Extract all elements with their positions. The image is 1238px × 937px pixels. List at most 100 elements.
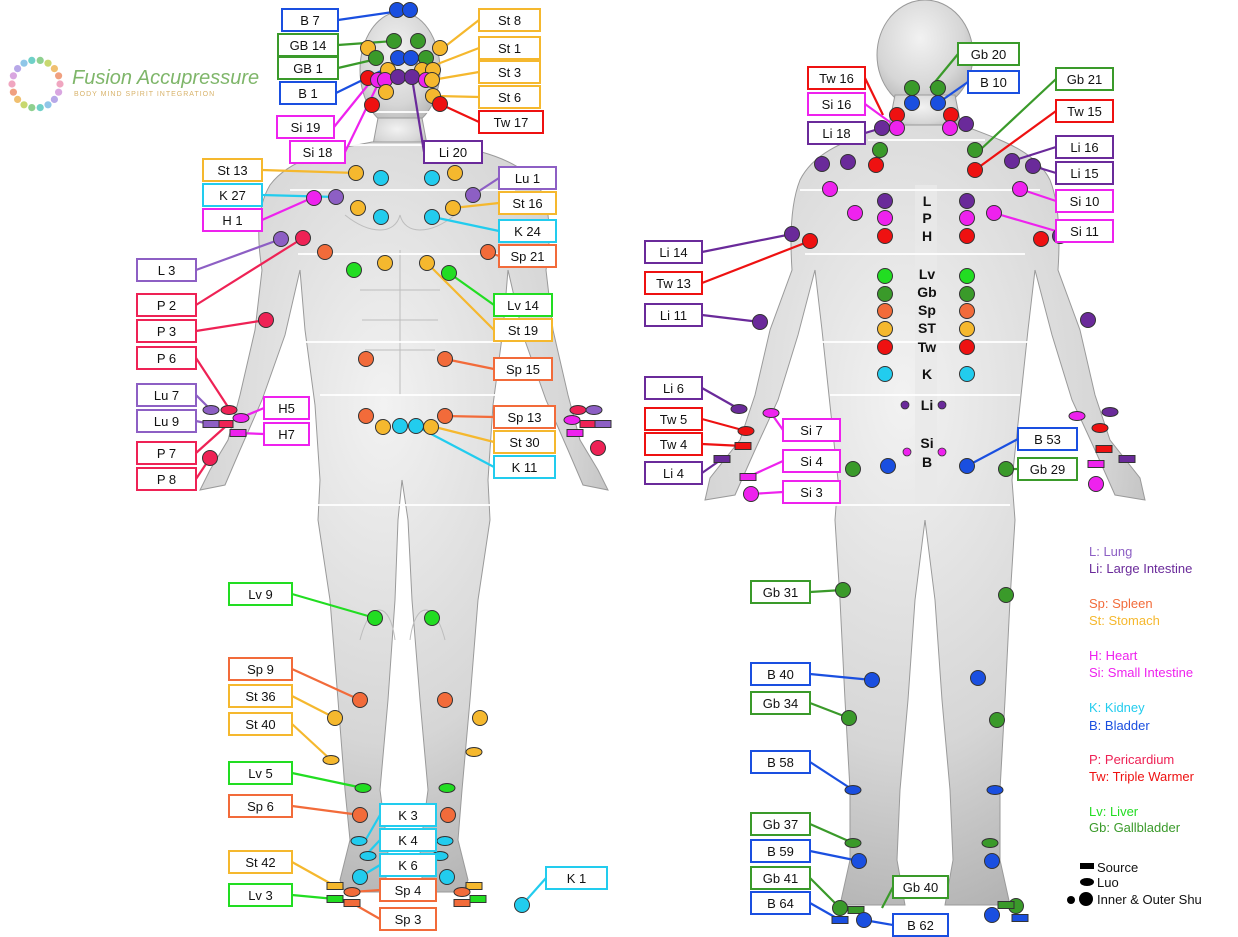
logo-dot — [10, 89, 17, 96]
label-front-sp-3: Sp 3 — [380, 908, 436, 930]
acupoint-tw — [365, 98, 380, 113]
acupoint-b — [985, 854, 1000, 869]
acupoint-b — [1012, 915, 1028, 922]
logo-dot — [37, 104, 44, 111]
legend-h-heart: H: Heart — [1089, 648, 1138, 663]
acupoint-st — [351, 201, 366, 216]
label-text: P 7 — [157, 446, 176, 461]
legend-li-large-intestine: Li: Large Intestine — [1089, 561, 1192, 576]
label-front-h-1: H 1 — [203, 209, 262, 231]
acupoint-st — [448, 166, 463, 181]
label-text: B 10 — [980, 75, 1007, 90]
legend-si-small-intestine: Si: Small Intestine — [1089, 665, 1193, 680]
label-text: Sp 21 — [511, 249, 545, 264]
label-back-tw-4: Tw 4 — [645, 433, 702, 455]
label-text: Tw 15 — [1067, 104, 1102, 119]
logo-dot — [51, 65, 58, 72]
label-back-gb-37: Gb 37 — [751, 813, 810, 835]
acupoint-sp — [441, 808, 456, 823]
acupoint-tw — [960, 340, 975, 355]
logo-dot — [28, 104, 35, 111]
acupoint-h — [307, 191, 322, 206]
acupoint-h — [567, 430, 583, 437]
label-front-si-18: Si 18 — [290, 141, 345, 163]
acupoint-b — [845, 786, 861, 795]
acupoint-sp — [359, 352, 374, 367]
logo-dot — [20, 101, 27, 108]
label-front-st-30: St 30 — [494, 431, 555, 453]
label-text: Tw 16 — [819, 71, 854, 86]
spine-label-lv: Lv — [919, 266, 936, 282]
acupoint-gb — [998, 902, 1014, 909]
acupoint-st — [878, 322, 893, 337]
label-text: K 24 — [514, 224, 541, 239]
acupoint-b — [403, 3, 418, 18]
acupoint-si — [987, 206, 1002, 221]
acupoint-lv — [960, 269, 975, 284]
label-text: Gb 40 — [903, 880, 938, 895]
label-text: St 13 — [217, 163, 247, 178]
label-back-si-7: Si 7 — [783, 419, 840, 441]
spine-label-l: L — [923, 193, 932, 209]
label-text: St 19 — [508, 323, 538, 338]
acupoint-gb — [999, 462, 1014, 477]
label-back-b-40: B 40 — [751, 663, 810, 685]
legend-b-bladder: B: Bladder — [1089, 718, 1150, 733]
label-front-st-1: St 1 — [479, 37, 540, 59]
acupoint-k — [353, 870, 368, 885]
label-front-lv-9: Lv 9 — [229, 583, 292, 605]
label-text: Gb 21 — [1067, 72, 1102, 87]
label-front-lv-5: Lv 5 — [229, 762, 292, 784]
acupoint-si — [1088, 461, 1104, 468]
label-text: B 53 — [1034, 432, 1061, 447]
acupoint-tw — [738, 427, 754, 436]
acupoint-si — [903, 448, 911, 456]
label-front-st-8: St 8 — [479, 9, 540, 31]
label-text: B 62 — [907, 918, 934, 933]
acupoint-gb — [999, 588, 1014, 603]
acupoint-b — [852, 854, 867, 869]
label-back-b-53: B 53 — [1018, 428, 1077, 450]
legend-k-kidney: K: Kidney — [1089, 700, 1145, 715]
label-front-k-4: K 4 — [380, 829, 436, 851]
label-text: St 16 — [512, 196, 542, 211]
label-front-p-6: P 6 — [137, 347, 196, 369]
acupoint-tw — [433, 97, 448, 112]
label-front-sp-6: Sp 6 — [229, 795, 292, 817]
label-back-tw-15: Tw 15 — [1056, 100, 1113, 122]
acupoint-tw — [968, 163, 983, 178]
acupoint-si — [1089, 477, 1104, 492]
label-back-b-10: B 10 — [968, 71, 1019, 93]
label-back-si-16: Si 16 — [808, 93, 865, 115]
acupoint-b — [960, 459, 975, 474]
label-front-lv-14: Lv 14 — [494, 294, 552, 316]
label-text: Lu 9 — [154, 414, 179, 429]
acupoint-p — [203, 451, 218, 466]
label-text: Li 20 — [439, 145, 467, 160]
label-text: Lu 1 — [515, 171, 540, 186]
acupoint-li — [901, 401, 909, 409]
source-symbol-icon — [1080, 863, 1094, 869]
label-text: Gb 37 — [763, 817, 798, 832]
acupoint-k — [440, 870, 455, 885]
label-front-k-6: K 6 — [380, 854, 436, 876]
label-text: K 4 — [398, 833, 418, 848]
logo-subtitle: BODY MIND SPIRIT INTEGRATION — [74, 91, 215, 98]
label-front-k-1: K 1 — [546, 867, 607, 889]
acupoint-si — [744, 487, 759, 502]
acupoint-b — [987, 786, 1003, 795]
logo-dot — [37, 57, 44, 64]
label-text: Lu 7 — [154, 388, 179, 403]
acupoint-sp — [353, 808, 368, 823]
spine-label-k: K — [922, 366, 932, 382]
spine-label-sp: Sp — [918, 302, 936, 318]
label-front-b-1: B 1 — [280, 82, 336, 104]
acupoint-st — [328, 711, 343, 726]
logo-dot — [14, 65, 21, 72]
acupoint-gb — [387, 34, 402, 49]
label-text: Gb 41 — [763, 871, 798, 886]
spine-label-tw: Tw — [918, 339, 937, 355]
acupoint-st — [379, 85, 394, 100]
label-text: Sp 13 — [508, 410, 542, 425]
